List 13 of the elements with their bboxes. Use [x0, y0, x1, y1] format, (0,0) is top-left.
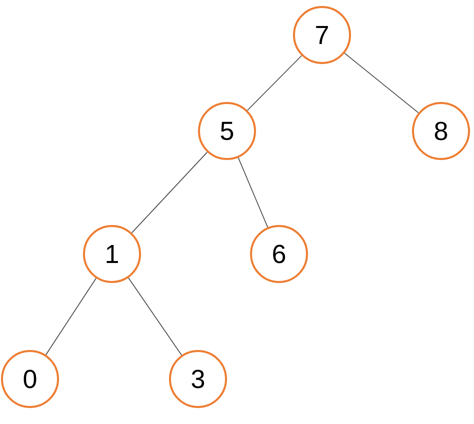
edge-line [247, 55, 302, 111]
tree-node: 5 [198, 102, 256, 160]
edge-line [46, 278, 96, 356]
tree-node: 7 [293, 6, 351, 64]
edge-line [131, 152, 208, 234]
tree-node: 3 [169, 350, 227, 408]
edge-line [344, 52, 419, 114]
tree-node: 8 [412, 102, 470, 160]
tree-node: 0 [1, 350, 59, 408]
tree-node: 1 [83, 225, 141, 283]
edge-line [128, 278, 182, 356]
edge-line [238, 157, 268, 228]
tree-node: 6 [250, 225, 308, 283]
